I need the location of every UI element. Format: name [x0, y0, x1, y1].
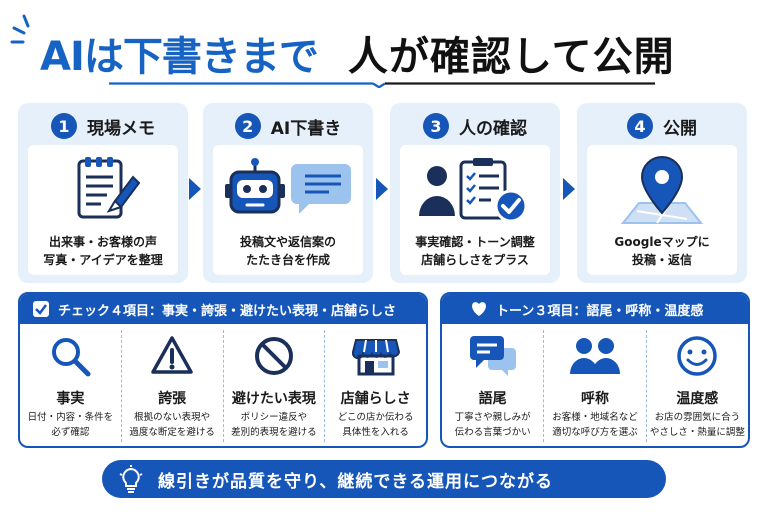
step-card: 事実確認・トーン調整 店舗らしさをプラス [400, 145, 550, 275]
check-item-desc: どこの店か伝わる [337, 412, 414, 423]
person-checklist-icon [419, 158, 528, 223]
check-panel-title: チェック４項目：事実・誇張・避けたい表現・店舗らしさ [58, 303, 397, 319]
arrow-right-icon [189, 178, 201, 200]
check-item-desc: ポリシー違反や [240, 412, 308, 423]
check-item-title: 事実 [56, 391, 85, 407]
check-item: 誇張 根拠のない表現や 過度な断定を避ける [120, 330, 223, 442]
tone-item: 温度感 お店の雰囲気に合う やさしさ・熱量に調整 [645, 330, 748, 442]
step-desc-line: たたき台を作成 [245, 253, 330, 267]
step-title: 現場メモ [87, 118, 155, 139]
magnifier-icon [52, 338, 91, 377]
check-item: 店舗らしさ どこの店か伝わる 具体性を入れる [324, 330, 426, 442]
summary-banner: 線引きが品質を守り、継続できる運用につながる [102, 460, 666, 498]
step-desc-line: 投稿文や返信案の [239, 235, 336, 249]
tone-item-title: 語尾 [478, 391, 507, 407]
check-item-desc: 差別的表現を避ける [231, 427, 317, 438]
step-publish: 4 公開 Googleマップに 投稿・返信 [577, 103, 747, 283]
check-item-title: 誇張 [158, 391, 187, 407]
arrow-right-icon [376, 178, 388, 200]
smiley-icon [677, 336, 718, 376]
step-card: Googleマップに 投稿・返信 [587, 145, 737, 275]
people-icon [569, 338, 620, 374]
step-title: 人の確認 [459, 118, 527, 139]
check-item-title: 店舗らしさ [340, 391, 411, 407]
map-pin-icon [620, 155, 704, 224]
step-desc-line: 投稿・返信 [631, 253, 692, 267]
step-title: AI下書き [270, 118, 342, 139]
accent-strokes-icon [10, 14, 30, 44]
step-ai-draft: 2 AI下書き 投稿文や返信案の たたき台を作成 [203, 103, 373, 283]
title-underline [108, 82, 655, 88]
title-left: AIは下書きまで [40, 34, 319, 80]
tone-panel-header: トーン３項目：語尾・呼称・温度感 [442, 294, 748, 324]
step-desc-line: 出来事・お客様の声 [48, 235, 157, 249]
check-panel: チェック４項目：事実・誇張・避けたい表現・店舗らしさ 事実 日付・内容・条件を … [18, 292, 428, 448]
warning-icon [151, 336, 193, 374]
step-desc-line: 事実確認・トーン調整 [415, 235, 535, 249]
arrow-right-icon [563, 178, 575, 200]
check-item-desc: 日付・内容・条件を [27, 412, 114, 423]
tone-item-desc: お客様・地域名など [552, 412, 638, 423]
step-number: 3 [423, 113, 449, 139]
tone-item-desc: やさしさ・熱量に調整 [649, 427, 745, 438]
tone-item-desc: 適切な呼び方を選ぶ [552, 427, 638, 438]
step-human-check: 3 人の確認 事実確認・トーン調整 店舗らしさをプラス [390, 103, 560, 283]
check-panel-header: チェック４項目：事実・誇張・避けたい表現・店舗らしさ [20, 294, 426, 324]
tone-panel-title: トーン３項目：語尾・呼称・温度感 [496, 303, 704, 319]
step-number: 1 [51, 113, 77, 139]
step-card: 投稿文や返信案の たたき台を作成 [213, 145, 363, 275]
step-desc-line: Googleマップに [614, 235, 710, 249]
check-item-desc: 根拠のない表現や [134, 412, 211, 423]
step-number: 2 [234, 113, 261, 139]
step-title: 公開 [663, 118, 697, 139]
tone-item-desc: お店の雰囲気に合う [654, 412, 741, 423]
speech-bubbles-icon [469, 336, 516, 376]
step-desc-line: 店舗らしさをプラス [421, 253, 529, 267]
tone-item-desc: 伝わる言葉づかい [454, 427, 531, 438]
check-item: 避けたい表現 ポリシー違反や 差別的表現を避ける [222, 330, 325, 442]
check-item-title: 避けたい表現 [231, 391, 316, 407]
memo-pencil-icon [77, 157, 141, 219]
step-desc-line: 写真・アイデアを整理 [43, 253, 163, 267]
tone-item-title: 温度感 [676, 391, 719, 407]
step-number: 4 [627, 113, 653, 139]
check-item-desc: 具体性を入れる [342, 427, 409, 438]
step-memo: 1 現場メモ 出来事・お客様の声 写真・アイデアを整理 [18, 103, 188, 283]
robot-chat-icon [225, 158, 351, 214]
tone-item: 呼称 お客様・地域名など 適切な呼び方を選ぶ [543, 330, 645, 442]
tone-item-title: 呼称 [580, 391, 609, 407]
banner-text: 線引きが品質を守り、継続できる運用につながる [158, 471, 553, 492]
check-item-desc: 過度な断定を避ける [129, 427, 215, 438]
checkbox-icon [33, 301, 49, 317]
check-item-desc: 必ず確認 [51, 427, 90, 438]
step-card: 出来事・お客様の声 写真・アイデアを整理 [28, 145, 178, 275]
tone-panel: トーン３項目：語尾・呼称・温度感 語尾 丁寧さや親しみが 伝わる言葉づかい [440, 292, 750, 448]
lightbulb-icon [119, 465, 143, 493]
heart-icon [472, 302, 486, 316]
tone-item-desc: 丁寧さや親しみが [454, 412, 531, 423]
prohibited-icon [254, 337, 293, 375]
tone-item: 語尾 丁寧さや親しみが 伝わる言葉づかい [442, 330, 543, 442]
storefront-icon [351, 339, 400, 376]
page-title: AIは下書きまで 人が確認して公開 [40, 24, 675, 80]
title-right: 人が確認して公開 [347, 34, 675, 80]
check-item: 事実 日付・内容・条件を 必ず確認 [20, 330, 121, 442]
